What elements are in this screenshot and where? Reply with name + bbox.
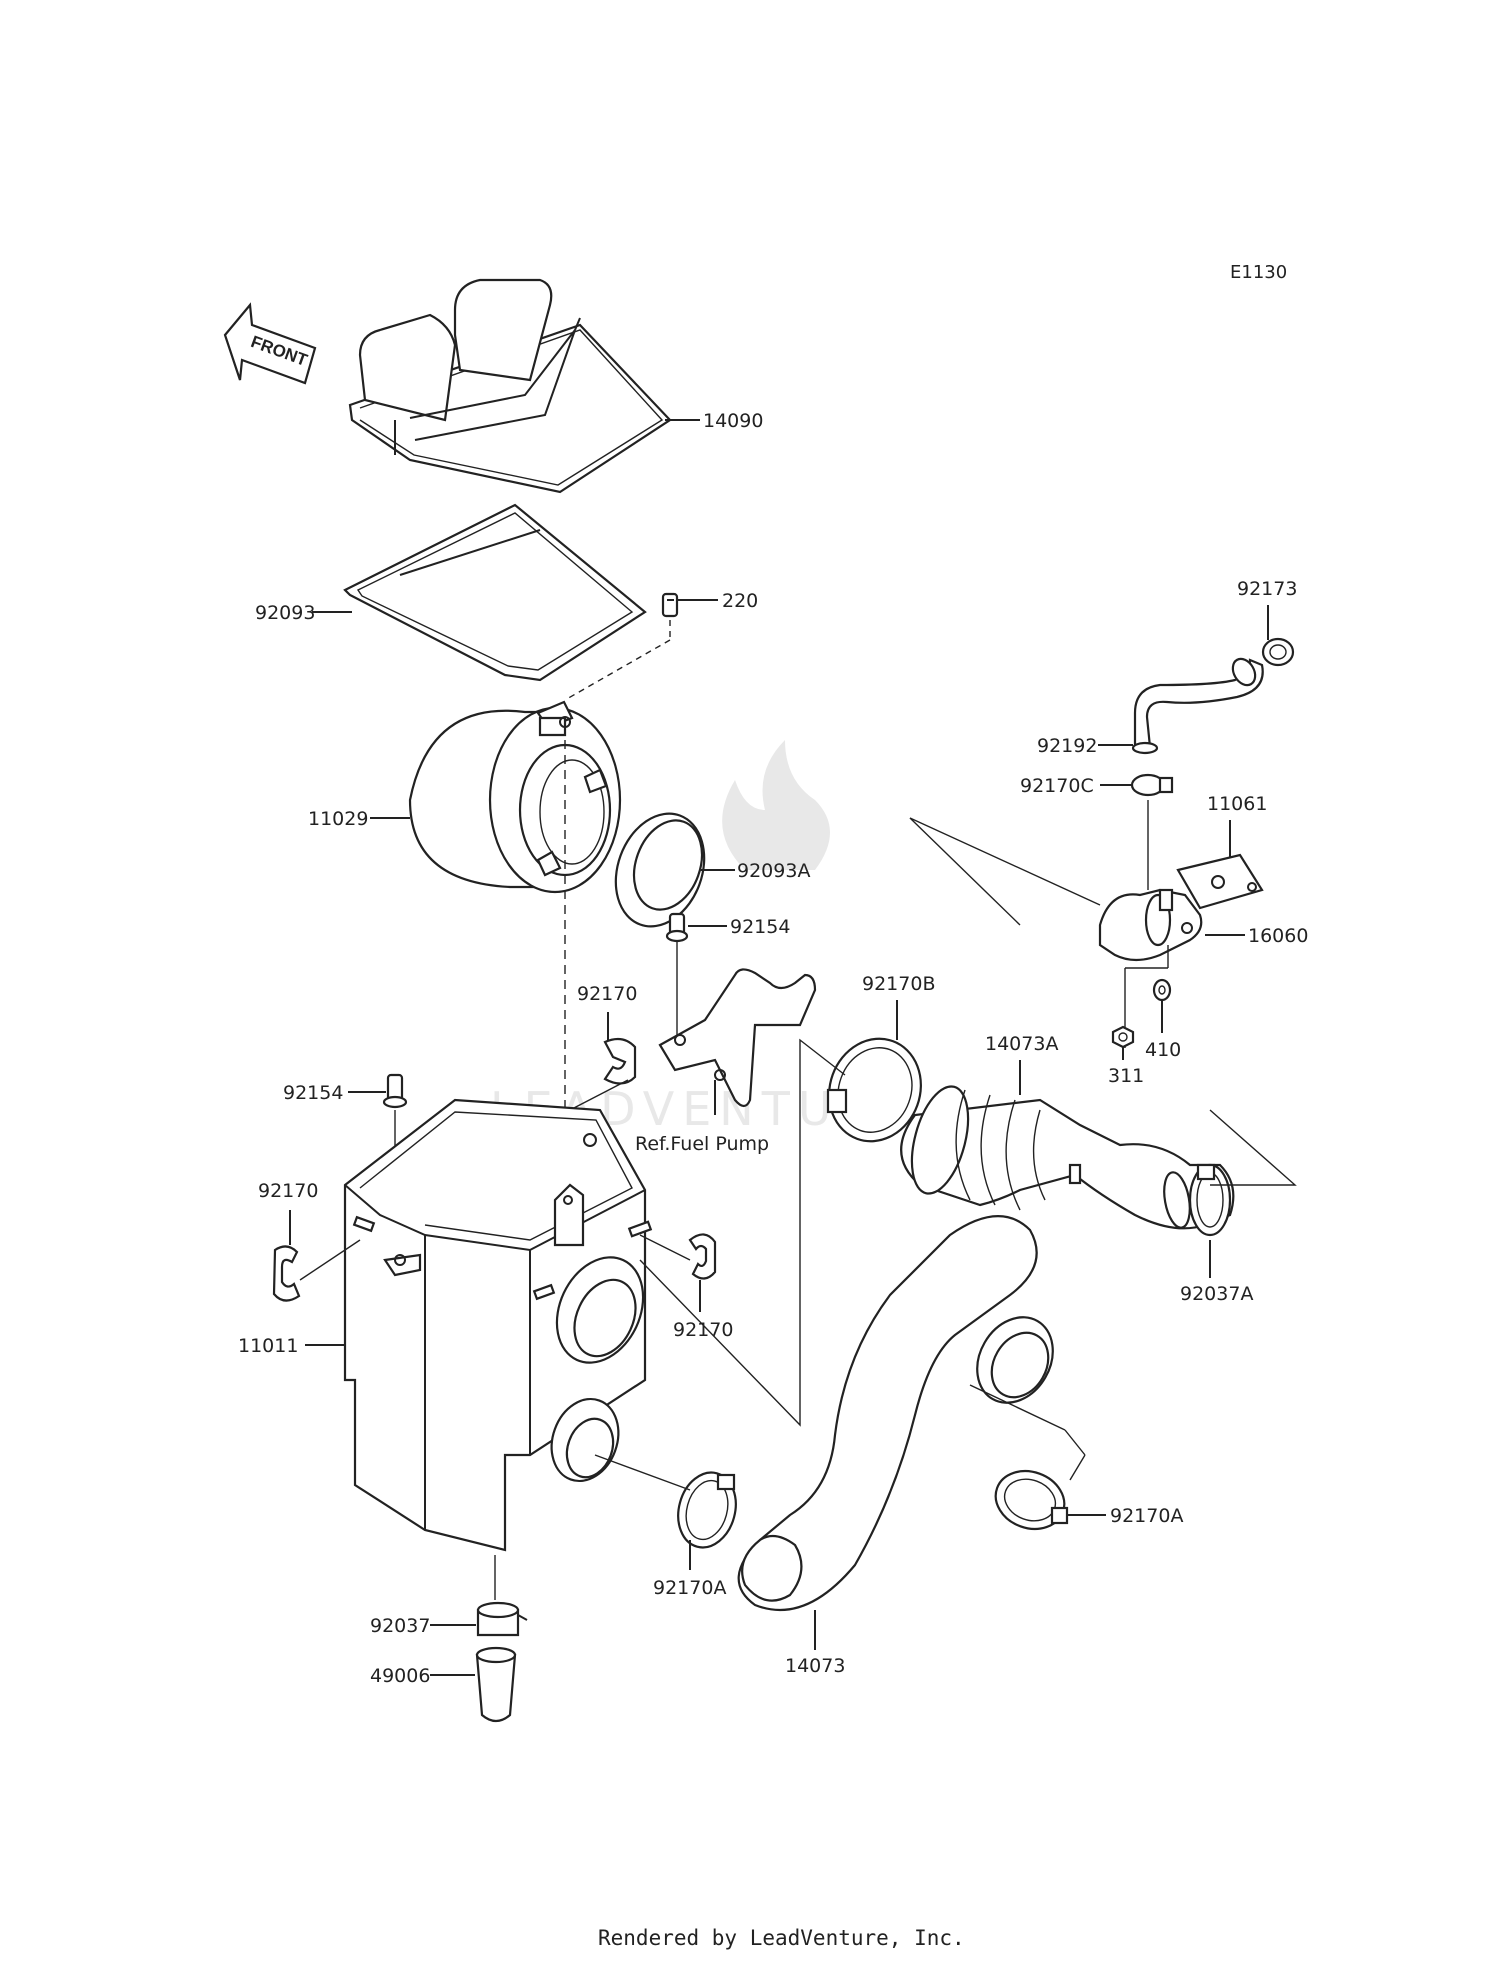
label-11011: 11011 [238, 1335, 298, 1357]
label-92170B: 92170B [862, 973, 935, 995]
part-92154-bolt-top [665, 912, 689, 943]
label-92170-mid: 92170 [577, 983, 637, 1005]
label-92170C: 92170C [1020, 775, 1094, 797]
part-92170-clip-left [272, 1245, 301, 1302]
label-311: 311 [1108, 1065, 1144, 1087]
label-14090: 14090 [703, 410, 763, 432]
part-92192-hose [1131, 657, 1264, 755]
label-92170-right: 92170 [673, 1319, 733, 1341]
part-92170-clip-right [688, 1233, 717, 1280]
label-92173: 92173 [1237, 578, 1297, 600]
part-92037-clamp [476, 1601, 528, 1637]
part-92093-gasket [343, 503, 647, 682]
label-92170-left: 92170 [258, 1180, 318, 1202]
label-92093: 92093 [255, 602, 315, 624]
part-92037A-clamp [1188, 1163, 1232, 1237]
label-92093A: 92093A [737, 860, 810, 882]
label-14073A: 14073A [985, 1033, 1058, 1055]
label-92170A-right: 92170A [1110, 1505, 1183, 1527]
part-92170C-clamp [1130, 773, 1174, 797]
label-92037A: 92037A [1180, 1283, 1253, 1305]
footer-credit: Rendered by LeadVenture, Inc. [598, 1926, 965, 1950]
reference-note: Ref.Fuel Pump [635, 1133, 769, 1155]
label-92037: 92037 [370, 1615, 430, 1637]
label-49006: 49006 [370, 1665, 430, 1687]
label-92154-left: 92154 [283, 1082, 343, 1104]
label-220: 220 [722, 590, 758, 612]
part-92170B-clamp [826, 1037, 922, 1143]
label-11029: 11029 [308, 808, 368, 830]
label-11061: 11061 [1207, 793, 1267, 815]
label-14073: 14073 [785, 1655, 845, 1677]
part-11061-gasket [1176, 853, 1264, 910]
label-92192: 92192 [1037, 735, 1097, 757]
part-49006-plug [475, 1646, 517, 1723]
fuel-pump-bracket [658, 968, 817, 1108]
part-311-nut [1111, 1025, 1135, 1049]
part-11011-housing [343, 1098, 653, 1552]
part-92170A-clamp-right [994, 1469, 1069, 1531]
part-16060-fitting [1098, 888, 1203, 962]
part-14073-duct [737, 1215, 1054, 1612]
part-14073A-boot [900, 1085, 1235, 1230]
label-92170A-low: 92170A [653, 1577, 726, 1599]
part-92173-clamp [1261, 637, 1295, 667]
part-11029-filter-element [408, 700, 622, 894]
part-92154-bolt-left [382, 1073, 408, 1109]
part-14090-cover [348, 278, 672, 494]
label-92154-top: 92154 [730, 916, 790, 938]
label-410: 410 [1145, 1039, 1181, 1061]
part-220-screw [661, 592, 679, 618]
part-92170-clip-mid [603, 1037, 637, 1085]
label-16060: 16060 [1248, 925, 1308, 947]
front-arrow-icon: FRONT [223, 302, 317, 385]
diagram-code: E1130 [1230, 262, 1287, 283]
part-410-washer [1152, 978, 1172, 1002]
part-92093A-seal [614, 812, 706, 928]
part-92170A-clamp-low [677, 1471, 737, 1549]
